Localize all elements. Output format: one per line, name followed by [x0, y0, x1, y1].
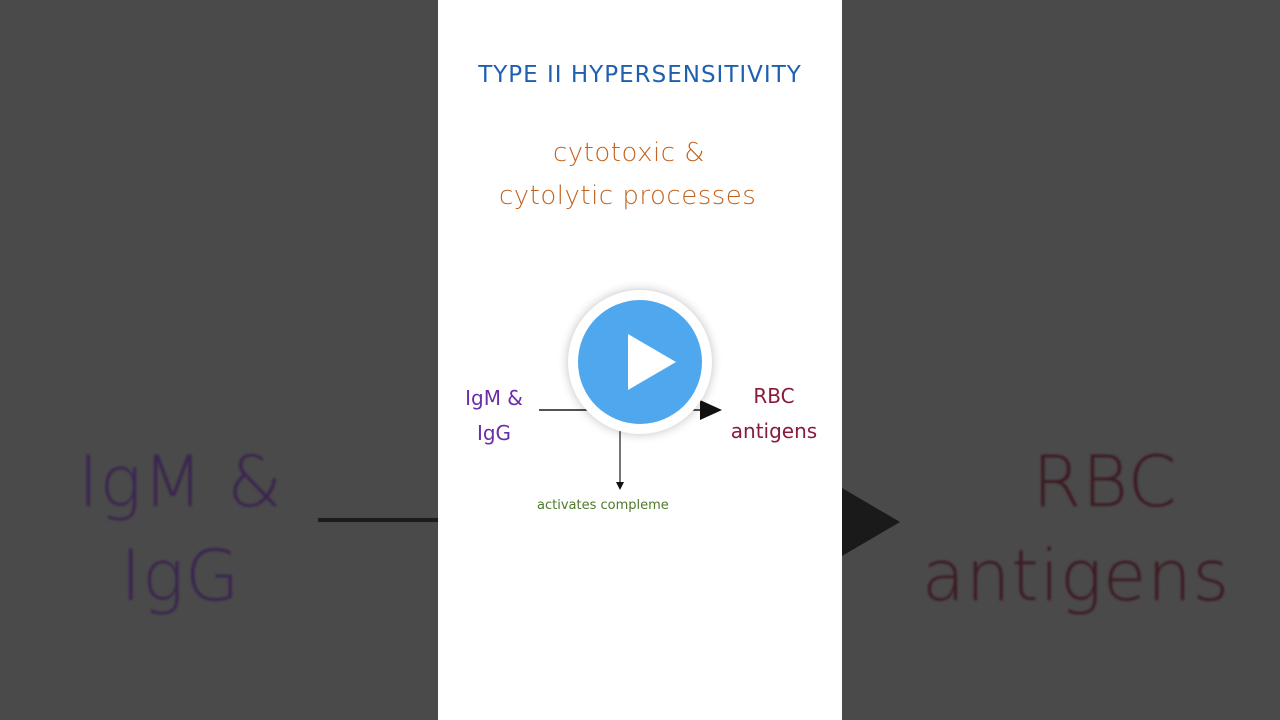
antibody-label-line1: IgM & — [465, 386, 523, 410]
backdrop-right-line2: antigens — [922, 535, 1231, 617]
backdrop-right-label: RBC antigens — [922, 440, 1230, 618]
subtitle-line-2: cytolytic processes — [499, 181, 757, 211]
antigen-label-line2: antigens — [730, 419, 818, 443]
play-icon[interactable] — [628, 334, 676, 390]
play-button[interactable] — [568, 290, 712, 434]
antigen-label: RBC antigens — [724, 379, 824, 449]
antibody-label-line2: IgG — [476, 421, 512, 445]
backdrop-connector-line — [318, 518, 438, 522]
complement-label: activates compleme — [537, 498, 669, 513]
backdrop-left-line1: IgM & — [78, 441, 283, 523]
slide-title: TYPE II HYPERSENSITIVITY — [478, 62, 802, 88]
backdrop-left-line2: IgG — [120, 535, 241, 617]
arrowhead-down — [616, 482, 624, 490]
arrowhead-right — [700, 400, 722, 420]
play-button-disc[interactable] — [578, 300, 702, 424]
backdrop-right-line1: RBC — [1032, 441, 1178, 523]
subtitle-line-1: cytotoxic & — [553, 138, 706, 168]
antibody-label: IgM & IgG — [452, 381, 536, 451]
backdrop-arrowhead — [842, 488, 900, 556]
antigen-label-line1: RBC — [753, 384, 795, 408]
backdrop-left-label: IgM & IgG — [78, 440, 283, 618]
